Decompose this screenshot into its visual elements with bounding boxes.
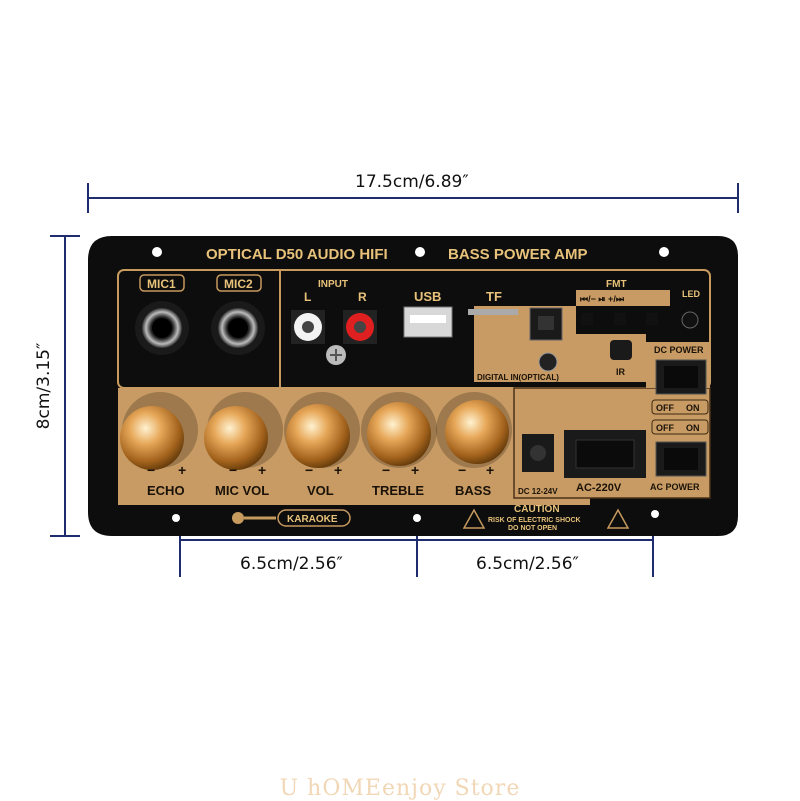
knob-label-echo: ECHO [147, 483, 185, 498]
led-label: LED [682, 289, 701, 299]
echo-knob [120, 392, 198, 470]
caution-line-1: RISK OF ELECTRIC SHOCK [488, 517, 581, 524]
treble-knob [361, 392, 437, 468]
input-l-label: L [304, 290, 311, 304]
vol-plus: + [334, 462, 342, 478]
input-label: INPUT [318, 279, 348, 290]
fmt-button-labels: ⏮/− ⏯ +/⏭ [580, 294, 625, 304]
bass-knob [436, 392, 512, 468]
store-watermark: U hOMEenjoy Store [279, 776, 521, 801]
ac-power-label: AC POWER [650, 482, 700, 492]
tf-label: TF [486, 289, 502, 304]
panel-title-right: BASS POWER AMP [448, 246, 587, 263]
treble-minus: − [382, 462, 390, 478]
ac-voltage-label: AC-220V [576, 482, 622, 494]
ir-label: IR [616, 367, 626, 377]
karaoke-label: KARAOKE [287, 514, 338, 525]
mic-vol-knob [204, 392, 283, 470]
fmt-label: FMT [606, 279, 627, 290]
switch-off-label-1: OFF [656, 403, 674, 413]
caution-line-2: DO NOT OPEN [508, 525, 557, 532]
knob-label-vol: VOL [307, 483, 334, 498]
knob-label-mic-vol: MIC VOL [215, 483, 269, 498]
bass-minus: − [458, 462, 466, 478]
treble-plus: + [411, 462, 419, 478]
echo-minus: − [147, 462, 155, 478]
mic2-jack [211, 301, 265, 355]
mic1-jack [135, 301, 189, 355]
panel-title-left: OPTICAL D50 AUDIO HIFI [206, 246, 388, 263]
switch-off-label-2: OFF [656, 423, 674, 433]
bass-plus: + [486, 462, 494, 478]
width-dimension-label: 17.5cm/6.89″ [355, 172, 469, 192]
digital-in-label: DIGITAL IN(OPTICAL) [477, 373, 559, 382]
echo-plus: + [178, 462, 186, 478]
knob-label-treble: TREBLE [372, 483, 424, 498]
dc-range-label: DC 12-24V [518, 487, 558, 496]
usb-label: USB [414, 289, 441, 304]
left-span-dimension-label: 6.5cm/2.56″ [240, 554, 343, 574]
knob-label-bass: BASS [455, 483, 491, 498]
mic-vol-plus: + [258, 462, 266, 478]
vol-minus: − [305, 462, 313, 478]
switch-on-label-2: ON [686, 423, 700, 433]
mic2-label: MIC2 [224, 277, 253, 291]
mic1-label: MIC1 [147, 277, 176, 291]
mic-vol-minus: − [229, 462, 237, 478]
switch-on-label-1: ON [686, 403, 700, 413]
caution-label: CAUTION [514, 504, 560, 515]
input-r-label: R [358, 290, 367, 304]
vol-knob [284, 392, 360, 468]
dc-power-label: DC POWER [654, 345, 704, 355]
right-span-dimension-label: 6.5cm/2.56″ [476, 554, 579, 574]
